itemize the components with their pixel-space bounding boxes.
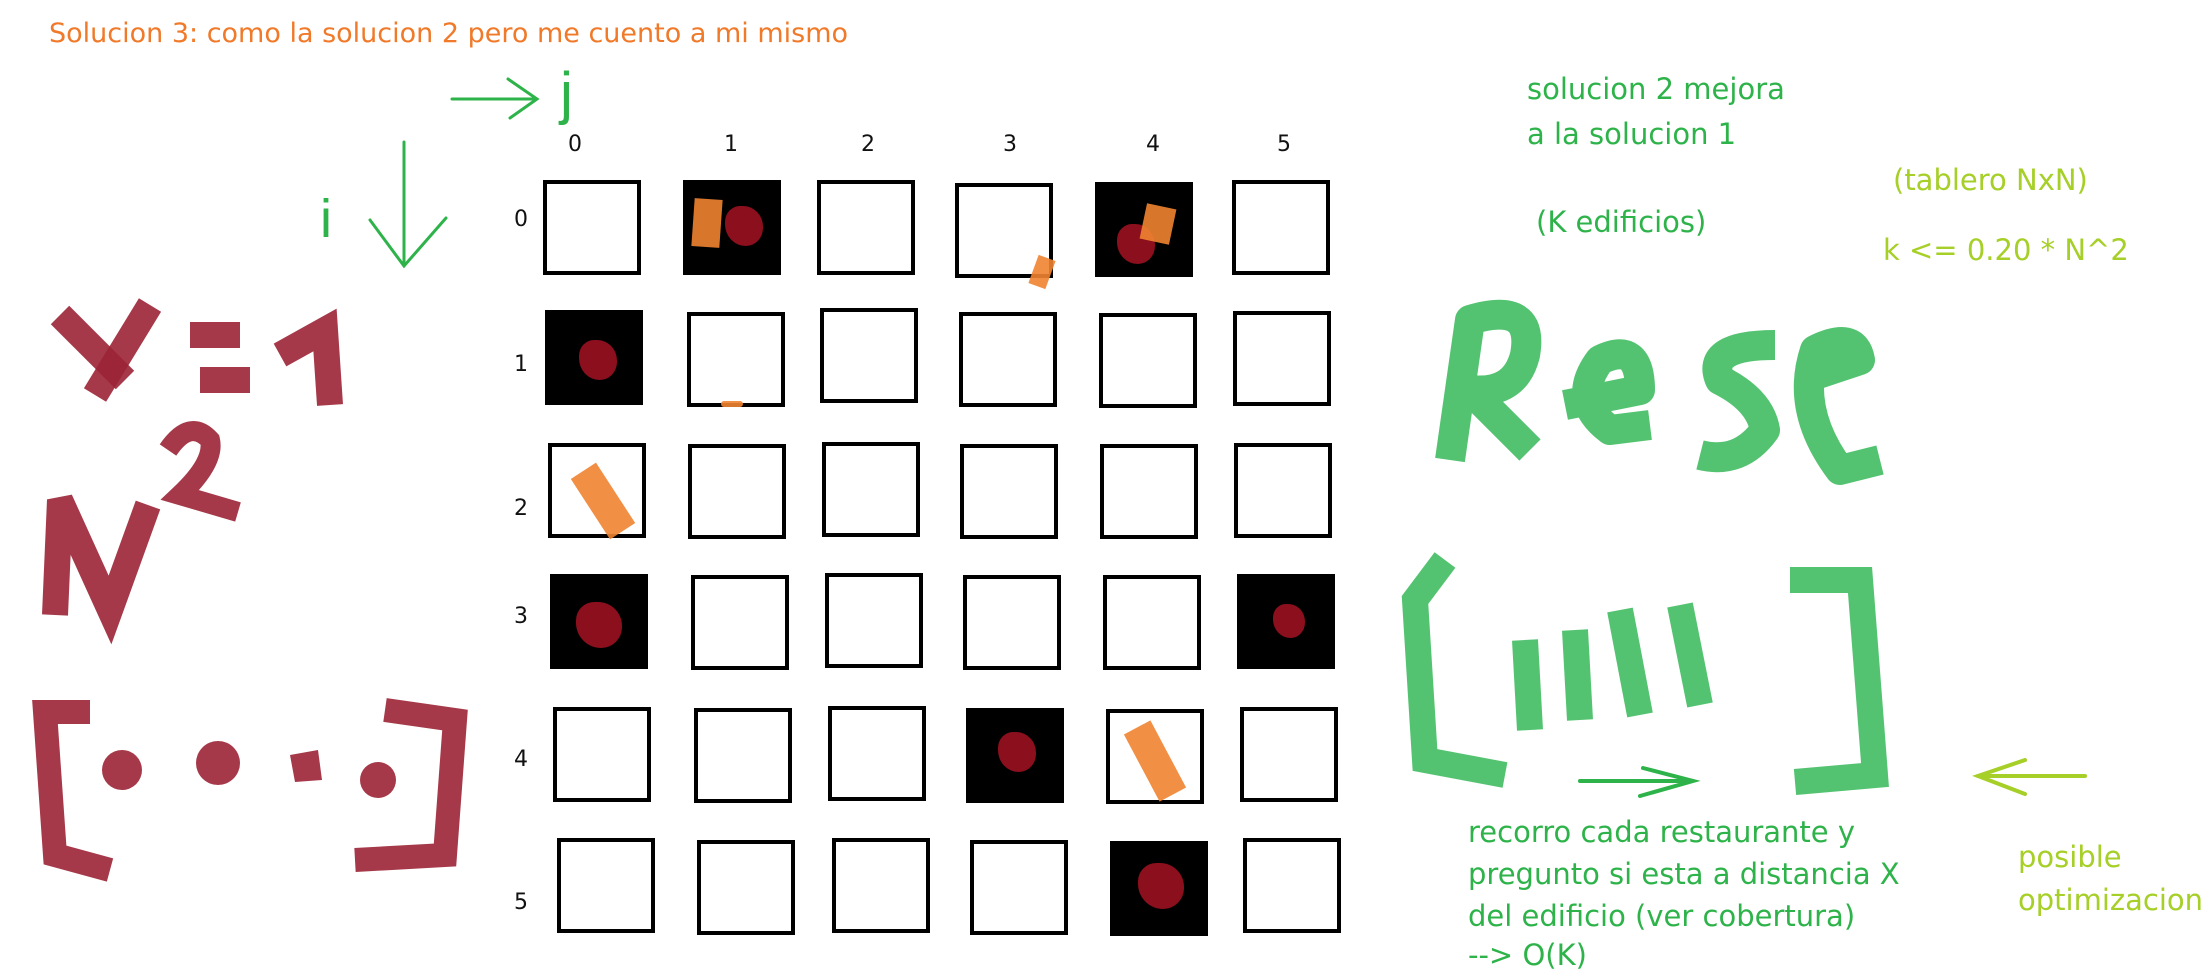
board-cell-building	[1110, 841, 1208, 936]
note-recorro-line3: del edificio (ver cobertura)	[1468, 899, 1856, 933]
optimizacion-arrow-icon	[1972, 758, 2087, 796]
dotted-array-handwriting	[32, 698, 468, 882]
row-number: 5	[514, 890, 528, 915]
note-k-constraint: k <= 0.20 * N^2	[1883, 233, 2129, 267]
board-cell	[697, 840, 795, 935]
board-cell	[1100, 444, 1198, 539]
i-arrow-icon	[368, 140, 448, 269]
board-cell	[1232, 180, 1330, 275]
board-cell	[543, 180, 641, 275]
board-cell	[1106, 709, 1204, 804]
orange-mark	[691, 198, 723, 248]
column-number: 4	[1146, 132, 1160, 157]
column-number: 1	[724, 132, 738, 157]
board-cell	[1243, 838, 1341, 933]
board-cell	[963, 575, 1061, 670]
recorro-arrow-icon	[1578, 766, 1701, 798]
building-dot	[1273, 604, 1305, 638]
row-number: 3	[514, 604, 528, 629]
row-number: 0	[514, 207, 528, 232]
board-cell	[1240, 707, 1338, 802]
res-handwriting	[1435, 299, 1884, 485]
board-cell	[1103, 575, 1201, 670]
column-number: 0	[568, 132, 582, 157]
note-mejora-line2: a la solucion 1	[1527, 117, 1737, 151]
board-cell-building	[545, 310, 643, 405]
board-cell	[687, 312, 785, 407]
board-cell	[822, 442, 920, 537]
i-axis-label: i	[320, 189, 332, 249]
board-cell	[1233, 311, 1331, 406]
note-recorro-line1: recorro cada restaurante y	[1468, 815, 1856, 849]
x-equals-1-handwriting	[50, 298, 343, 406]
board-cell	[820, 308, 918, 403]
orange-mark	[1123, 720, 1187, 802]
building-dot	[998, 732, 1036, 772]
board-cell	[557, 838, 655, 933]
note-recorro-line2: pregunto si esta a distancia X	[1468, 857, 1900, 891]
note-posible: posible	[2018, 840, 2122, 874]
orange-mark	[570, 462, 636, 540]
exponent-2-handwriting	[159, 421, 241, 522]
note-optimizacion: optimizacion	[2018, 883, 2204, 917]
page-title: Solucion 3: como la solucion 2 pero me c…	[49, 18, 849, 49]
board-cell	[817, 180, 915, 275]
n-handwriting	[42, 494, 161, 645]
orange-mark	[721, 401, 743, 407]
board-cell-building	[966, 708, 1064, 803]
board-cell	[553, 707, 651, 802]
orange-mark	[1139, 203, 1177, 245]
note-recorro-line4: --> O(K)	[1468, 938, 1587, 972]
building-dot	[725, 206, 763, 246]
column-number: 2	[861, 132, 875, 157]
board-cell	[548, 443, 646, 540]
result-array-handwriting	[1401, 552, 1889, 795]
column-number: 5	[1277, 132, 1291, 157]
row-number: 1	[514, 352, 528, 377]
board-cell	[960, 444, 1058, 539]
board-cell	[694, 708, 792, 803]
j-axis-label: j	[558, 61, 573, 126]
note-k-edificios: (K edificios)	[1536, 205, 1707, 239]
board-cell	[825, 573, 923, 668]
board-cell	[832, 838, 930, 933]
building-dot	[1138, 863, 1184, 909]
board-cell	[828, 706, 926, 801]
row-number: 4	[514, 747, 528, 772]
note-mejora-line1: solucion 2 mejora	[1527, 72, 1785, 106]
board-cell	[970, 840, 1068, 935]
column-number: 3	[1003, 132, 1017, 157]
board-cell	[1099, 313, 1197, 408]
row-number: 2	[514, 496, 528, 521]
building-dot	[579, 340, 617, 380]
board-cell-building	[1237, 574, 1335, 669]
board-cell-building	[683, 180, 781, 275]
j-arrow-icon	[450, 77, 540, 120]
board-cell	[688, 444, 786, 539]
board-cell	[691, 575, 789, 670]
board-cell	[955, 183, 1056, 290]
board-cell	[959, 312, 1057, 407]
board-cell-building	[1095, 182, 1193, 277]
note-tablero: (tablero NxN)	[1893, 163, 2088, 197]
array-dots-handwriting	[102, 741, 396, 798]
building-dot	[576, 602, 622, 648]
board-cell-building	[550, 574, 648, 669]
board-cell	[1234, 443, 1332, 538]
